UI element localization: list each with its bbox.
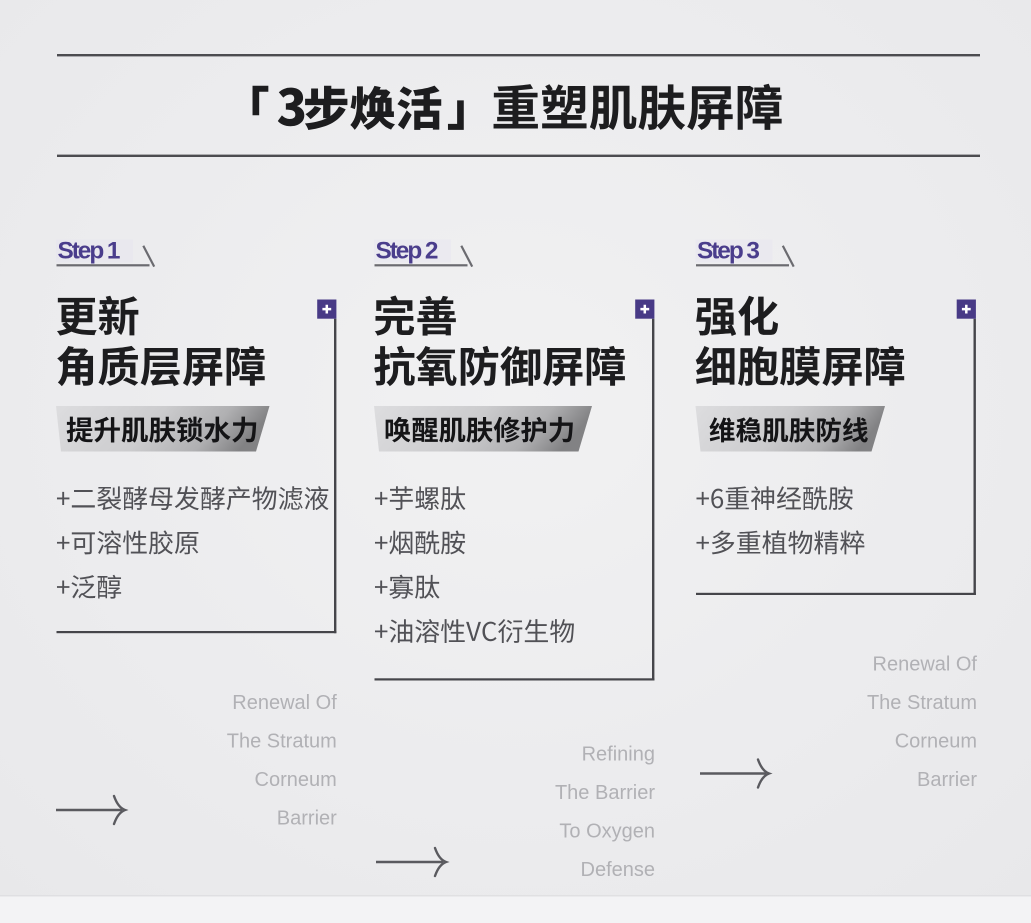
svg-text:Step 3: Step 3 [697,238,760,265]
svg-text:To Oxygen: To Oxygen [559,821,655,843]
svg-text:Defense: Defense [581,859,656,881]
svg-text:Corneum: Corneum [255,769,337,791]
svg-text:Barrier: Barrier [917,769,977,791]
svg-text:Refining: Refining [582,744,655,766]
svg-text:Renewal Of: Renewal Of [232,692,337,714]
svg-text:Renewal Of: Renewal Of [873,654,978,676]
svg-text:Corneum: Corneum [895,731,977,753]
svg-text:Step 1: Step 1 [58,238,121,265]
svg-text:The Barrier: The Barrier [555,782,655,804]
svg-text:The Stratum: The Stratum [227,731,337,753]
svg-text:The Stratum: The Stratum [867,692,977,714]
svg-text:Barrier: Barrier [277,808,337,830]
svg-text:Step 2: Step 2 [376,238,439,265]
